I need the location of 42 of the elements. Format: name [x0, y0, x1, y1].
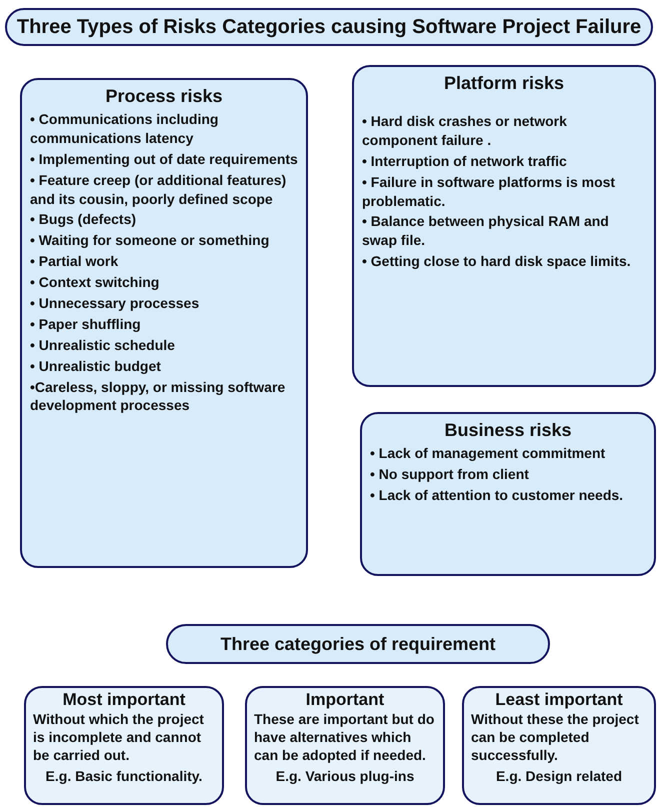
bullet-item: • Communications including communications latency [30, 110, 220, 148]
description-text: Without which the project is incomplete and cannot be carried out. [33, 710, 205, 765]
bullet-item: • Getting close to hard disk space limits. [362, 252, 632, 272]
process-risks-box [20, 78, 308, 568]
example-text: E.g. Basic functionality. [44, 766, 204, 785]
bullet-item: • Unnecessary processes [30, 294, 200, 313]
requirement-box [245, 686, 445, 805]
box-heading: Most important [62, 690, 186, 710]
platform-risks-box [352, 65, 656, 387]
bullet-item: • Implementing out of date requirements [30, 150, 298, 169]
bullet-item: • Lack of management commitment [370, 444, 606, 463]
bullet-item: • Interruption of network traffic [362, 152, 568, 171]
bullet-item: • Context switching [30, 273, 160, 292]
requirement-box [462, 686, 656, 805]
banner-title: Three categories of requirement [220, 634, 496, 654]
title-banner [5, 8, 653, 46]
bullet-item: • Balance between physical RAM and swap file. [362, 212, 610, 250]
bullet-item: • Paper shuffling [30, 314, 142, 334]
example-text: E.g. Various plug-ins [274, 766, 416, 785]
bullet-item: • No support from client [370, 464, 530, 484]
box-heading: Process risks [104, 86, 224, 107]
box-heading: Platform risks [442, 73, 566, 94]
requirement-header-banner [166, 624, 550, 664]
bullet-item: •Careless, sloppy, or missing software development processes [30, 378, 286, 416]
bullet-item: • Waiting for someone or something [30, 231, 270, 250]
bullet-item: • Lack of attention to customer needs. [370, 486, 624, 505]
requirement-box [24, 686, 224, 805]
bullet-item: • Partial work [30, 252, 120, 272]
bullet-item: • Feature creep (or additional features) and its cousin, poorly defined scope [30, 170, 288, 208]
box-heading: Important [304, 690, 386, 710]
example-text: E.g. Design related [494, 766, 624, 785]
box-heading: Business risks [443, 420, 573, 441]
business-risks-box [360, 412, 656, 576]
banner-title: Three Types of Risks Categories causing Software Project Failure [16, 16, 642, 38]
box-heading: Least important [494, 690, 624, 710]
bullet-item: • Unrealistic budget [30, 356, 162, 376]
bullet-item: • Bugs (defects) [30, 210, 138, 230]
description-text: These are important but do have alternatives which can be adopted if needed. [254, 710, 436, 765]
bullet-item: • Unrealistic schedule [30, 336, 176, 355]
description-text: Without these the project can be completed successfully. [471, 710, 640, 765]
bullet-item: • Hard disk crashes or network component failure . [362, 112, 568, 150]
bullet-item: • Failure in software platforms is most problematic. [362, 172, 616, 210]
